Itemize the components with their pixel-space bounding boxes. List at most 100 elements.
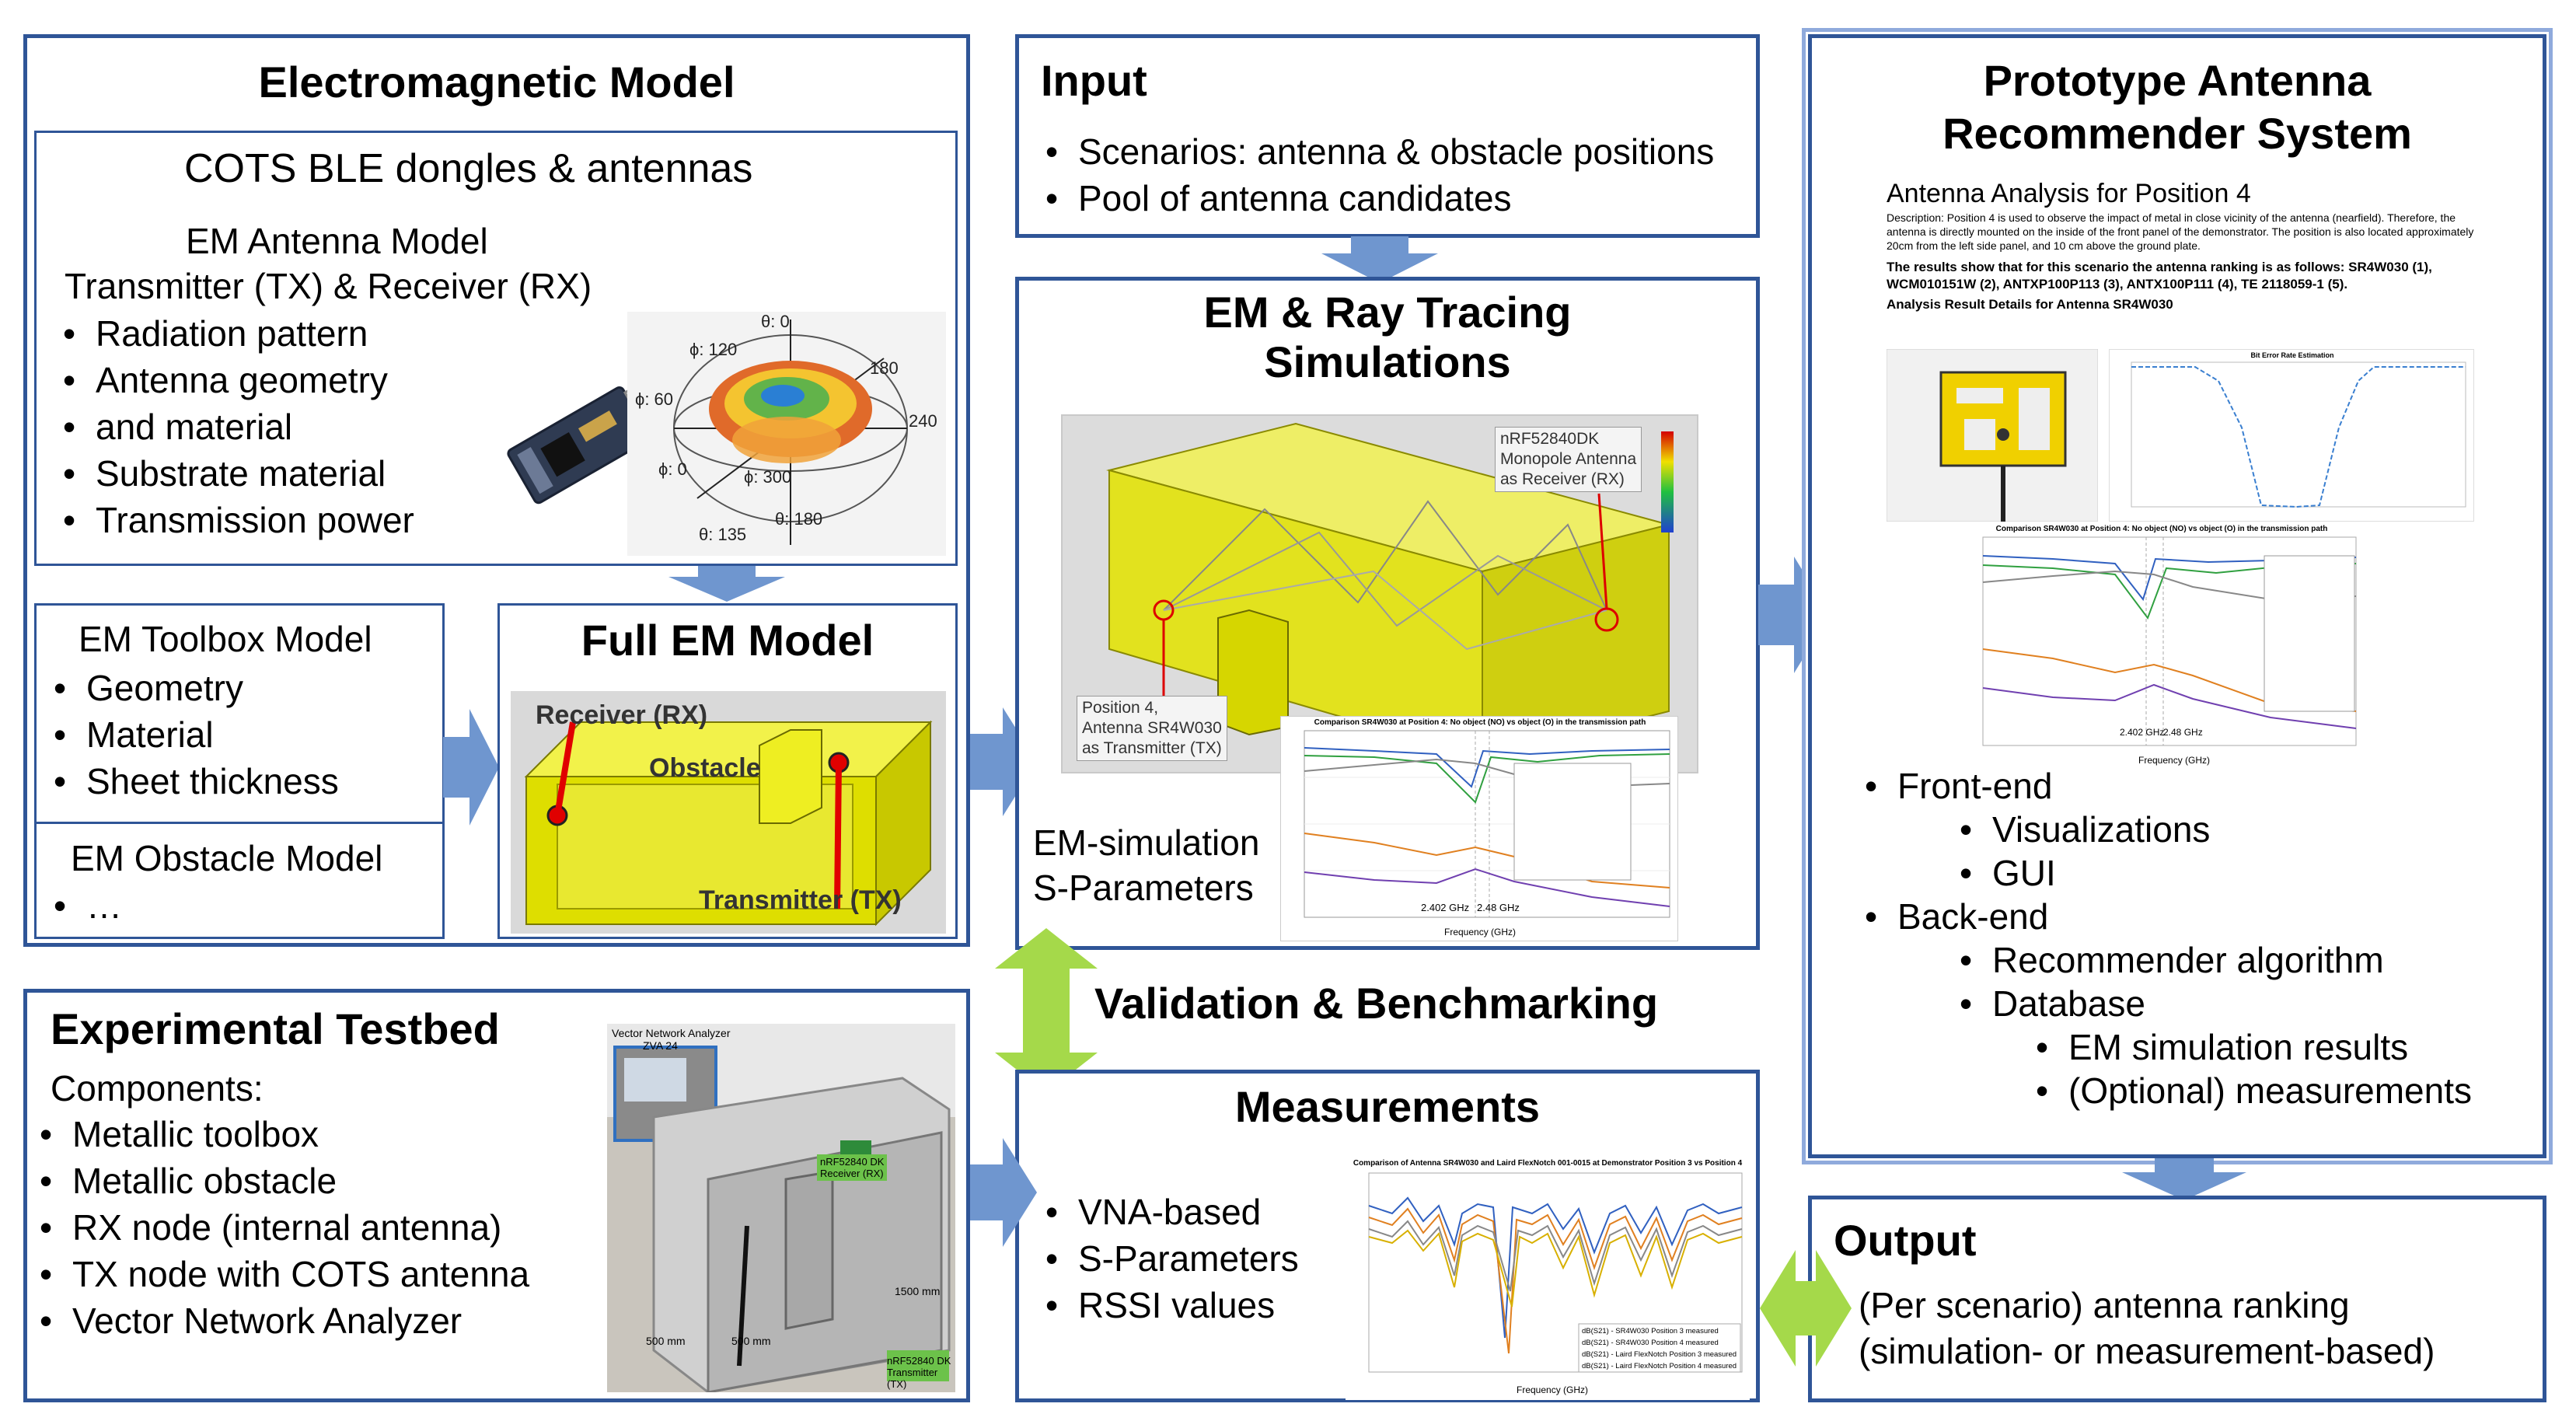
sim-freq1: 2.402 GHz [1421,902,1470,913]
list-item: Scenarios: antenna & obstacle positions [1036,128,1714,175]
list-item: (Per scenario) antenna ranking [1817,1282,2350,1328]
simulations-title-1: EM & Ray Tracing [1203,288,1572,337]
output-list: (Per scenario) antenna ranking [1817,1282,2350,1328]
measurements-title: Measurements [1234,1082,1541,1131]
measurement-chart: Comparison of Antenna SR4W030 and Laird … [1346,1159,1750,1400]
prototype-xlabel: Frequency (GHz) [2138,755,2211,766]
plot-label: θ: 135 [699,525,747,544]
feature-list-item: GUI [1950,851,2543,895]
rx-label: nRF52840DK Monopole Antenna as Receiver … [1495,427,1642,492]
dim-500b: 500 mm [731,1335,771,1347]
list-item: Geometry [44,665,339,711]
feature-list-item: (Optional) measurements [2026,1069,2543,1112]
prototype-panel: Prototype Antenna Recommender System Ant… [1808,34,2546,1158]
sparam-label-1: EM-simulation [1033,822,1260,863]
ray-tracing-image: nRF52840DK Monopole Antenna as Receiver … [1061,414,1698,773]
tx-label-line: Antenna SR4W030 [1082,719,1222,737]
tx-photo-label-line: Transmitter (TX) [887,1367,938,1390]
testbed-photo: Vector Network Analyzer ZVA 24 nRF52840 … [607,1024,955,1392]
antenna-image [1887,349,2098,522]
rx-label-line: nRF52840DK [1500,430,1600,448]
toolbox-list: Geometry Material Sheet thickness [44,665,339,805]
rx-photo-label-line: Receiver (RX) [820,1168,884,1179]
list-item: Vector Network Analyzer [30,1297,529,1344]
arrow-right-icon [970,1138,1037,1247]
output-title: Output [1834,1216,1977,1265]
prototype-cmp-title: Comparison SR4W030 at Position 4: No obj… [1995,525,2328,533]
receiver-label: Receiver (RX) [536,700,708,730]
arrow-down-icon [2122,1158,2246,1200]
feature-list-item: Visualizations [1950,808,2543,851]
rx-label-line: as Receiver (RX) [1500,470,1625,488]
list-item: Radiation pattern [54,310,414,357]
feature-list-item: Back-end [1855,895,2543,938]
prototype-title-2: Recommender System [1942,109,2412,158]
list-item: VNA-based [1036,1189,1299,1235]
meas-legend: dB(S21) - SR4W030 Position 3 measured dB… [1582,1325,1737,1372]
list-item: Pool of antenna candidates [1036,175,1714,222]
measurements-list: VNA-based S-Parameters RSSI values [1036,1189,1299,1328]
report-title: Antenna Analysis for Position 4 [1887,179,2251,208]
obstacle-model-title: EM Obstacle Model [71,838,383,878]
cots-list: Radiation pattern Antenna geometry and m… [54,310,414,543]
rx-photo-label: nRF52840 DK Receiver (RX) [817,1154,888,1181]
dim-500a: 500 mm [646,1335,686,1347]
list-item: Metallic toolbox [30,1111,529,1157]
vna-label-line: Vector Network Analyzer [612,1027,731,1039]
plot-label: ϕ: 0 [658,459,687,479]
obstacle-model-list: … [44,882,122,929]
legend-entry: dB(S21) - Laird FlexNotch Position 4 mea… [1582,1362,1737,1370]
plot-label: ϕ: 300 [744,467,792,487]
list-item: Substrate material [54,450,414,497]
list-item: Material [44,711,339,758]
plot-label: ϕ: 120 [689,340,738,359]
vna-label-line: ZVA 24 [643,1039,678,1052]
list-item: … [44,882,122,929]
vna-label: Vector Network Analyzer ZVA 24 [612,1027,731,1052]
feature-list-item: Front-end [1855,764,2543,808]
plot-label: 240 [909,411,937,431]
validation-arrow-icon [995,928,1098,1093]
cots-box: COTS BLE dongles & antennas EM Antenna M… [34,131,958,566]
feature-list-item: EM simulation results [2026,1025,2543,1069]
em-model-title: Electromagnetic Model [258,58,735,106]
testbed-panel: Experimental Testbed Components: Metalli… [23,989,970,1402]
testbed-title: Experimental Testbed [51,1004,500,1053]
ber-chart: Bit Error Rate Estimation [2109,349,2474,522]
tx-photo-label: nRF52840 DK Transmitter (TX) [887,1355,955,1390]
plot-label: 180 [870,358,899,378]
output-line2: (simulation- or measurement-based) [1859,1331,2435,1371]
dim-1500: 1500 mm [895,1285,941,1297]
legend-entry: dB(S21) - Laird FlexNotch Position 3 mea… [1582,1350,1737,1359]
testbed-list: Metallic toolbox Metallic obstacle RX no… [30,1111,529,1344]
input-title: Input [1041,56,1147,105]
prototype-compare-chart: Comparison SR4W030 at Position 4: No obj… [1960,525,2364,781]
radiation-pattern-plot: θ: 0 ϕ: 120 180 ϕ: 60 240 ϕ: 0 ϕ: 300 θ:… [627,312,946,556]
measurements-panel: Measurements VNA-based S-Parameters RSSI… [1015,1070,1760,1402]
toolbox-divider [37,822,442,824]
feature-list-item: Database [1950,982,2543,1025]
list-item: S-Parameters [1036,1235,1299,1282]
toolbox-title: EM Toolbox Model [79,619,372,659]
sparam-label-2: S-Parameters [1033,868,1254,908]
input-list: Scenarios: antenna & obstacle positions … [1036,128,1714,222]
plot-label: θ: 0 [761,312,790,331]
meas-xlabel: Frequency (GHz) [1517,1384,1589,1395]
full-em-title: Full EM Model [581,616,874,665]
prototype-title-1: Prototype Antenna [1983,56,2372,105]
prototype-feature-list: Front-endVisualizationsGUIBack-endRecomm… [1812,764,2543,1112]
list-item: TX node with COTS antenna [30,1251,529,1297]
report-details: Analysis Result Details for Antenna SR4W… [1887,297,2173,312]
tx-photo-label-line: nRF52840 DK [887,1355,951,1367]
feature-list-item: Recommender algorithm [1950,938,2543,982]
arrow-down-icon [1321,236,1438,283]
plot-label: θ: 180 [775,509,823,529]
list-item: and material [54,403,414,450]
cots-sub2: Transmitter (TX) & Receiver (RX) [65,266,592,306]
report-desc: Description: Position 4 is used to obser… [1887,211,2474,252]
input-panel: Input Scenarios: antenna & obstacle posi… [1015,34,1760,238]
rx-label-line: Monopole Antenna [1500,450,1637,468]
legend-entry: dB(S21) - SR4W030 Position 4 measured [1582,1339,1719,1347]
report-result: The results show that for this scenario … [1887,260,2432,292]
report-preview: Antenna Analysis for Position 4 Descript… [1887,175,2477,781]
